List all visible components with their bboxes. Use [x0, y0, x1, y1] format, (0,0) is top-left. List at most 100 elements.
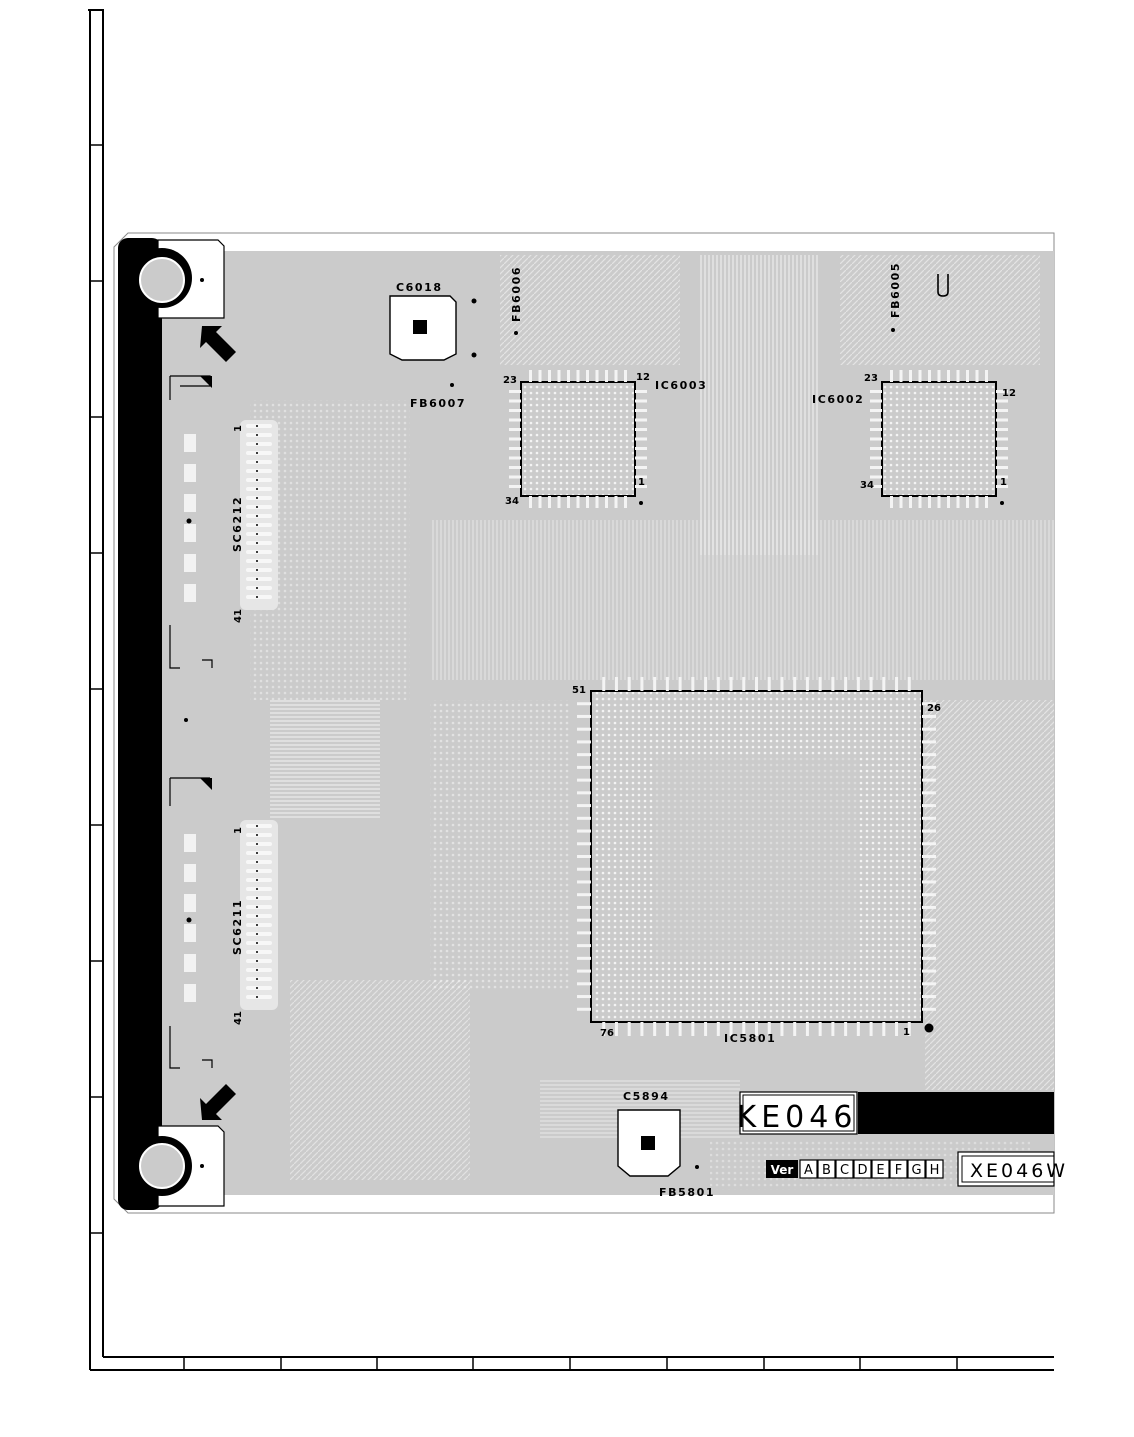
ic-pin [577, 829, 591, 833]
connector-pad-hole [256, 506, 258, 508]
connector-sc6211 [169, 777, 278, 1069]
connector-pad [246, 914, 272, 918]
connector-pad-hole [256, 479, 258, 481]
ic-pin [577, 1007, 591, 1011]
connector-pad-hole [256, 915, 258, 917]
pin-sc6212-1: 1 [233, 425, 244, 432]
ic6002-chip [870, 370, 1008, 508]
version-letter: E [876, 1163, 884, 1178]
capacitor-c6018 [389, 295, 457, 361]
ic-pin [635, 475, 647, 479]
ic-pin [577, 791, 591, 795]
ic-pin [577, 816, 591, 820]
ic-pin [614, 496, 618, 508]
connector-pad [246, 523, 272, 527]
ic-pin [996, 456, 1008, 460]
ic-pin [899, 496, 903, 508]
connector-side-pad [184, 434, 196, 452]
ic-pin [922, 702, 936, 706]
connector-pad-hole [256, 470, 258, 472]
version-box [889, 1159, 908, 1179]
connector-pad [246, 860, 272, 864]
ic-pin [975, 496, 979, 508]
ic-pin [870, 409, 882, 412]
ic-pin [665, 677, 669, 691]
connector-pad-hole [256, 933, 258, 935]
component-labels: C6018 FB6006 FB6007 FB6005 IC6003 IC6002… [231, 262, 902, 1199]
label-fb5801: FB5801 [659, 1186, 715, 1199]
ic-pin [602, 677, 606, 691]
ic-pin [996, 428, 1008, 431]
connector-pad [246, 851, 272, 855]
ic-pin [928, 496, 931, 508]
version-letter: F [895, 1163, 902, 1178]
ic-pin [831, 1022, 835, 1036]
pin-ic6003-12: 12 [636, 372, 650, 383]
ic-pin [870, 418, 882, 422]
pin-ic6003-23: 23 [503, 375, 517, 386]
ic-pin [922, 791, 936, 795]
connector-side-pad [184, 524, 196, 542]
ic-pin [577, 995, 591, 999]
test-points [184, 298, 1004, 1169]
connector-pad [246, 559, 272, 563]
ic-pin [996, 390, 1008, 393]
connector-pad [246, 532, 272, 536]
connector-pad [246, 433, 272, 437]
connector-pad-hole [256, 551, 258, 553]
connector-pad [246, 950, 272, 954]
connector-side-pad [184, 864, 196, 882]
connector-pad-hole [256, 452, 258, 454]
label-fb6006: FB6006 [510, 266, 523, 322]
ic-pin [870, 399, 882, 403]
ic-pin [966, 496, 969, 508]
connector-pad-hole [256, 987, 258, 989]
ic-pin [895, 1022, 899, 1036]
ic-pin [509, 466, 521, 469]
connector-pad [246, 887, 272, 891]
connector-pad-hole [256, 425, 258, 427]
version-letter: G [911, 1163, 921, 1178]
connector-side-pad [184, 924, 196, 942]
ic-pin [529, 370, 532, 382]
connector-pad [246, 878, 272, 882]
ic-pin [577, 931, 591, 935]
ic-pin [509, 428, 521, 431]
version-box [907, 1159, 926, 1179]
ic-pin [985, 496, 988, 508]
part-number-block: XE046W [957, 1151, 1065, 1187]
ic-pin [996, 399, 1008, 403]
ic-pin [869, 1022, 873, 1036]
ic-pin [605, 370, 608, 382]
ic-pin [996, 475, 1008, 479]
connector-pad-hole [256, 461, 258, 463]
ic-pin [614, 370, 618, 382]
ic-pin [870, 447, 882, 450]
ic-pin [602, 1022, 606, 1036]
ic-pin [509, 475, 521, 479]
ic-pin [937, 370, 941, 382]
ic-pin [922, 765, 936, 769]
connector-pad-hole [256, 488, 258, 490]
connector-pad-hole [256, 524, 258, 526]
label-ic6002: IC6002 [812, 393, 864, 406]
ic-pin [605, 496, 608, 508]
ic-pin [870, 390, 882, 393]
connector-pad-hole [256, 906, 258, 908]
ic-pin [665, 1022, 669, 1036]
ic-pin [831, 677, 835, 691]
ic-pin [586, 370, 589, 382]
pin-sc6211-41: 41 [233, 1011, 244, 1025]
ic-pin [890, 496, 893, 508]
pin-sc6211-1: 1 [233, 827, 244, 834]
pin-ic5801-76: 76 [600, 1028, 614, 1039]
connector-pad-hole [256, 897, 258, 899]
ic-pin [716, 677, 720, 691]
arrow-bottom-icon [200, 1084, 236, 1120]
ic-pin [922, 893, 936, 897]
ic-pin [577, 905, 591, 909]
ic-pin [635, 428, 647, 431]
connector-pad-hole [256, 969, 258, 971]
ic-pin [996, 447, 1008, 450]
ic-pin [577, 982, 591, 986]
